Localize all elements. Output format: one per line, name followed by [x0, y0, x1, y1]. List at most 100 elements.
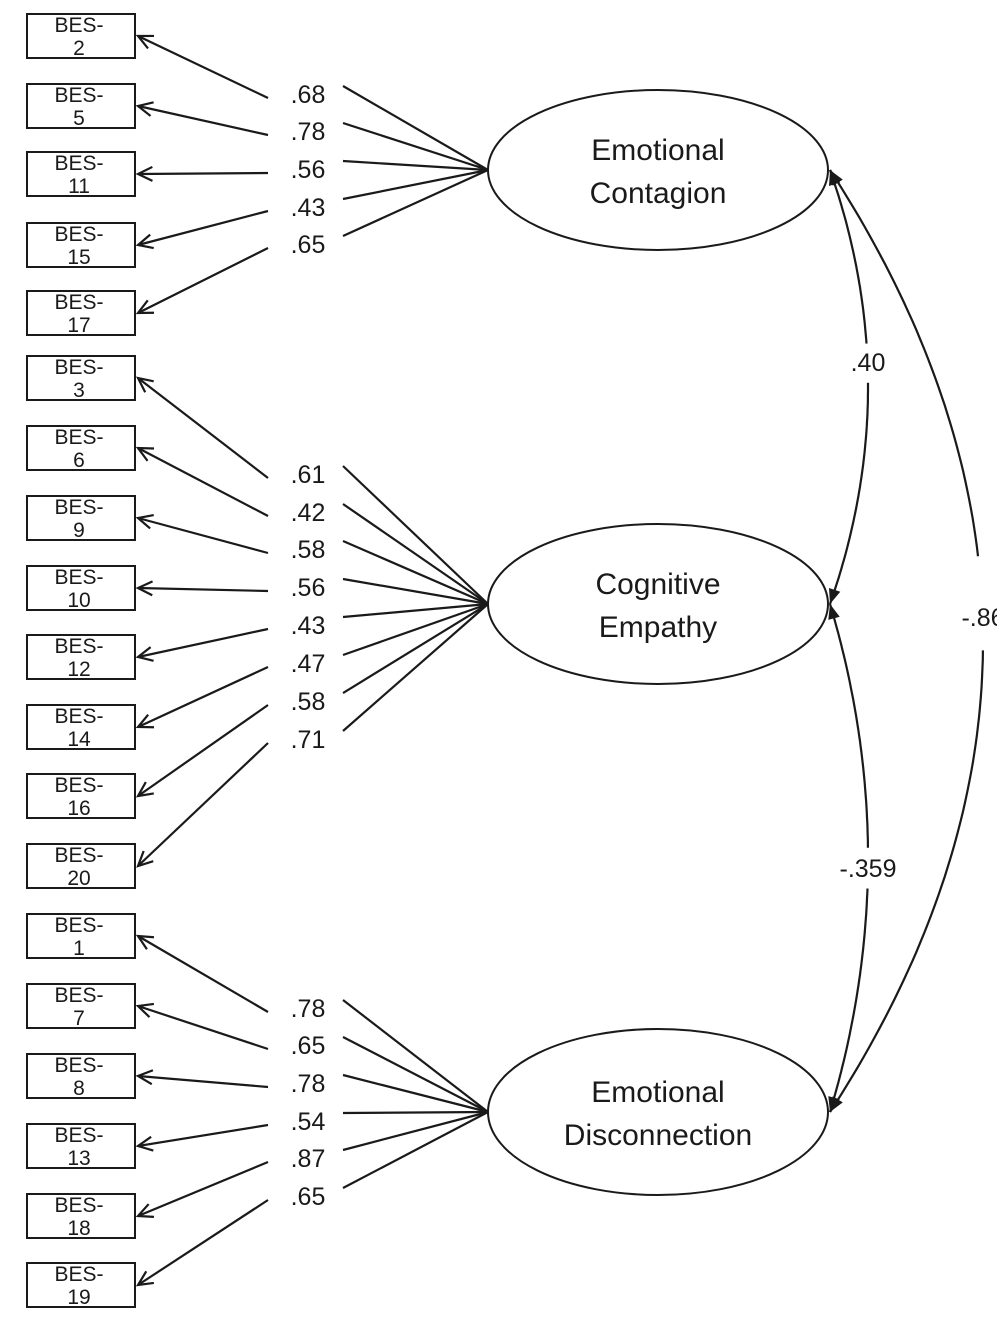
- labels-layer: .68.78.56.43.65.61.42.58.56.43.47.58.71.…: [291, 81, 326, 1211]
- indicator-bes-10: BES-10: [26, 565, 136, 612]
- indicator-bes-14: BES-14: [26, 704, 136, 751]
- loading-value: .58: [291, 536, 326, 564]
- loading-path-right: [342, 602, 489, 619]
- open-arrowhead-icon: [135, 934, 155, 950]
- open-arrowhead-icon: [135, 1002, 155, 1018]
- indicator-bes-11: BES-11: [26, 151, 136, 198]
- indicator-label-number: 1: [73, 937, 85, 960]
- factor-label-line: Cognitive: [595, 568, 720, 601]
- correlation-curve-lower: [828, 382, 870, 605]
- indicator-bes-3: BES-3: [26, 355, 136, 402]
- indicator-box: [26, 495, 136, 541]
- open-arrowhead-icon: [135, 646, 154, 662]
- loading-path-left: [137, 516, 269, 555]
- factor-label-line: Empathy: [599, 611, 717, 644]
- loading-path-right: [342, 1111, 489, 1189]
- loading-path-left: [137, 209, 269, 247]
- indicator-bes-17: BES-17: [26, 290, 136, 337]
- indicator-box: [26, 355, 136, 401]
- loading-path-right: [342, 168, 489, 201]
- open-arrowhead-icon: [135, 233, 154, 250]
- loading-value: .78: [291, 1070, 326, 1098]
- loading-path-right: [342, 465, 489, 605]
- indicator-label-prefix: BES-: [54, 152, 103, 175]
- indicator-label-number: 15: [67, 246, 90, 269]
- loading-value: .65: [291, 1032, 326, 1060]
- indicator-box: [26, 634, 136, 680]
- open-arrowhead-icon: [136, 850, 154, 868]
- indicator-label-number: 10: [67, 589, 90, 612]
- open-arrowhead-icon: [135, 513, 154, 530]
- indicator-bes-15: BES-15: [26, 222, 136, 269]
- indicator-bes-8: BES-8: [26, 1053, 136, 1100]
- indicator-label-prefix: BES-: [54, 223, 103, 246]
- correlation-curve-lower: [828, 888, 869, 1113]
- indicator-box: [26, 290, 136, 336]
- loading-path-left: [137, 1123, 269, 1148]
- indicator-box: [26, 843, 136, 889]
- open-arrowhead-icon: [135, 299, 155, 315]
- loading-path-left: [137, 447, 269, 517]
- indicator-bes-6: BES-6: [26, 425, 136, 472]
- nodes-layer: BES-2BES-5BES-11BES-15BES-17EmotionalCon…: [26, 13, 829, 1309]
- indicator-label-prefix: BES-: [54, 914, 103, 937]
- indicator-label-prefix: BES-: [54, 356, 103, 379]
- loading-path-right: [342, 1036, 489, 1113]
- open-arrowhead-icon: [135, 781, 154, 798]
- indicator-bes-2: BES-2: [26, 13, 136, 60]
- loading-path-right: [342, 168, 489, 238]
- loading-value: .54: [291, 1108, 326, 1136]
- factor-ellipse: [487, 1028, 829, 1196]
- indicator-bes-16: BES-16: [26, 773, 136, 820]
- indicator-label-number: 20: [67, 867, 90, 890]
- loading-value: .68: [291, 81, 326, 109]
- indicator-label-number: 6: [73, 449, 85, 472]
- solid-arrowhead-icon: [830, 1096, 843, 1112]
- correlation-curve-upper: [828, 169, 868, 344]
- loading-path-left: [137, 377, 269, 479]
- indicator-label-prefix: BES-: [54, 426, 103, 449]
- indicator-label-prefix: BES-: [54, 1054, 103, 1077]
- loading-path-left: [137, 586, 269, 593]
- loading-path-left: [137, 171, 269, 176]
- indicator-box: [26, 1262, 136, 1308]
- indicator-box: [26, 773, 136, 819]
- loading-value: .42: [291, 499, 326, 527]
- loading-path-right: [342, 1110, 489, 1152]
- correlations-layer: .40-.359-.86: [828, 169, 997, 1113]
- loading-path-right: [342, 603, 489, 694]
- loading-path-right: [342, 539, 489, 606]
- correlation-value: -.359: [840, 855, 897, 883]
- indicator-bes-18: BES-18: [26, 1193, 136, 1240]
- indicator-bes-1: BES-1: [26, 913, 136, 960]
- indicator-box: [26, 13, 136, 59]
- indicator-box: [26, 1053, 136, 1099]
- loading-value: .43: [291, 194, 326, 222]
- loading-value: .78: [291, 118, 326, 146]
- indicator-label-number: 3: [73, 379, 85, 402]
- loading-path-left: [137, 35, 269, 99]
- indicator-bes-12: BES-12: [26, 634, 136, 681]
- loading-path-right: [342, 1110, 489, 1115]
- loading-value: .56: [291, 156, 326, 184]
- indicator-label-prefix: BES-: [54, 1194, 103, 1217]
- indicator-label-number: 16: [67, 797, 90, 820]
- indicator-bes-9: BES-9: [26, 495, 136, 542]
- loading-value: .61: [291, 461, 326, 489]
- loading-value: .56: [291, 574, 326, 602]
- indicator-label-prefix: BES-: [54, 774, 103, 797]
- indicator-label-number: 14: [67, 728, 91, 751]
- loading-path-left: [137, 1004, 269, 1051]
- indicator-label-number: 7: [73, 1007, 85, 1030]
- open-arrowhead-icon: [135, 580, 154, 597]
- loading-path-right: [342, 503, 489, 605]
- indicator-bes-20: BES-20: [26, 843, 136, 890]
- indicator-label-number: 12: [67, 658, 90, 681]
- correlation-ec-ce: .40: [828, 169, 885, 605]
- correlation-curve-upper: [828, 603, 870, 848]
- indicator-box: [26, 1123, 136, 1169]
- paths-layer: [135, 34, 489, 1287]
